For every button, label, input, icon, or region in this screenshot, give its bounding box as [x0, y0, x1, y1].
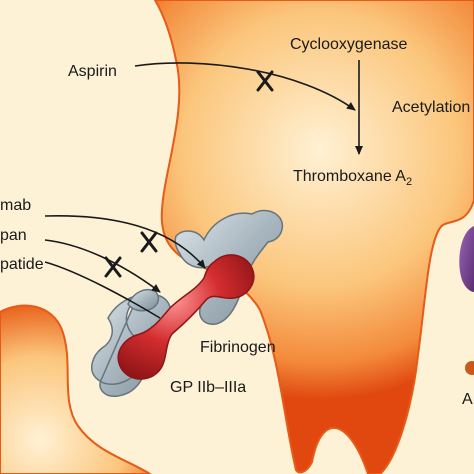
- drug-arrow-1: [44, 214, 206, 269]
- thromboxane-subscript: 2: [406, 176, 412, 188]
- fibrinogen-molecule: [117, 254, 255, 380]
- drug-arrow-3: [44, 261, 161, 319]
- aspirin-label: Aspirin: [68, 63, 117, 80]
- drug-label-1: mab: [0, 197, 31, 214]
- fibrinogen-label: Fibrinogen: [200, 339, 276, 356]
- drug-arrow-2: [44, 239, 161, 293]
- drug-label-3: patide: [0, 256, 44, 273]
- aspirin-arrow: [134, 62, 356, 111]
- receptor-label: GP IIb–IIIa: [170, 379, 246, 396]
- cross-mark-icon: [140, 231, 158, 253]
- right-edge-label: A: [462, 391, 473, 408]
- cross-mark-icon: [104, 256, 122, 278]
- lower-platelet: [0, 304, 152, 474]
- acetylation-label: Acetylation: [392, 99, 470, 116]
- drug-label-2: pan: [0, 227, 27, 244]
- upper-platelet: [153, 0, 474, 474]
- cross-mark-icon: [256, 70, 274, 92]
- thromboxane-label: Thromboxane A2: [293, 168, 412, 188]
- other-receptor: [459, 226, 474, 292]
- other-receptor-tip: [465, 361, 474, 375]
- thromboxane-name: Thromboxane A: [293, 168, 406, 185]
- gp-receptor-lower-arm: [127, 288, 160, 312]
- cyclooxygenase-label: Cyclooxygenase: [290, 36, 408, 53]
